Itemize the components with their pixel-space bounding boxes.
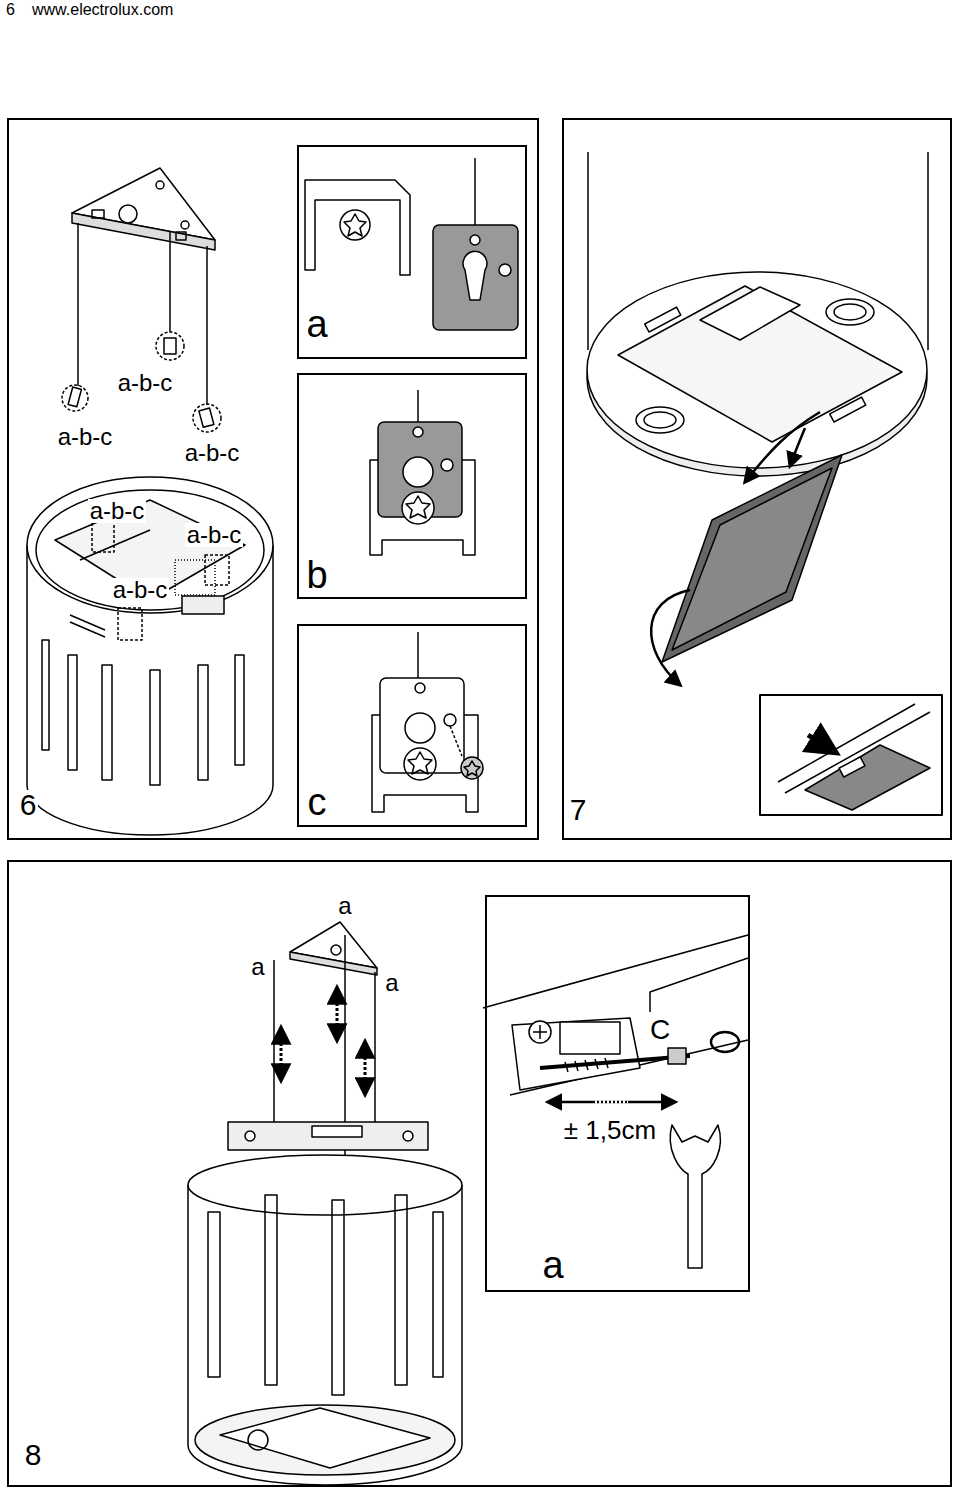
detail-panel: a <box>485 895 750 1292</box>
figure-number: 8 <box>23 1440 44 1470</box>
detail-panel: c <box>297 624 527 827</box>
suspension-cables <box>78 223 207 405</box>
grease-filter <box>651 412 842 685</box>
bracket-detail-c <box>372 632 483 812</box>
ceiling-bracket <box>72 168 215 250</box>
figure-panel: 8a <box>7 860 952 1487</box>
website: www.electrolux.com <box>30 2 175 18</box>
step-label: a-b-c <box>185 523 244 547</box>
spirit-level <box>228 1122 428 1150</box>
step-label: a-b-c <box>111 578 170 602</box>
figure-panel: 6 a b c <box>7 118 539 840</box>
figure-number: 7 <box>568 795 589 825</box>
cable-hangers <box>62 332 221 432</box>
adjustment-detail <box>483 935 748 1268</box>
hood-underside <box>587 152 928 476</box>
filter-clip-detail <box>760 695 942 815</box>
point-label: a <box>383 971 400 995</box>
dimension: ± 1,5cm <box>562 1117 658 1143</box>
figure-number: c <box>306 783 329 821</box>
detail-panel: a <box>297 145 527 359</box>
bracket-detail-b <box>370 390 475 555</box>
step-label: a-b-c <box>88 499 147 523</box>
part-label: C <box>648 1016 672 1044</box>
step-label: a-b-c <box>56 425 115 449</box>
step-label: a-b-c <box>183 441 242 465</box>
point-label: a <box>249 955 266 979</box>
figure-panel: 7 <box>562 118 952 840</box>
ceiling-bracket <box>290 922 377 975</box>
step-label: a-b-c <box>116 371 175 395</box>
figure-number: b <box>304 556 329 594</box>
hood-cylinder <box>188 1155 462 1485</box>
page-number: 6 <box>4 2 17 18</box>
bracket-detail-a <box>305 158 518 330</box>
detail-panel: b <box>297 373 527 599</box>
figure-number: a <box>304 305 329 343</box>
figure-number: 6 <box>18 790 39 820</box>
hood-cylinder <box>27 477 273 835</box>
figure-number: a <box>540 1246 565 1284</box>
point-label: a <box>336 894 353 918</box>
